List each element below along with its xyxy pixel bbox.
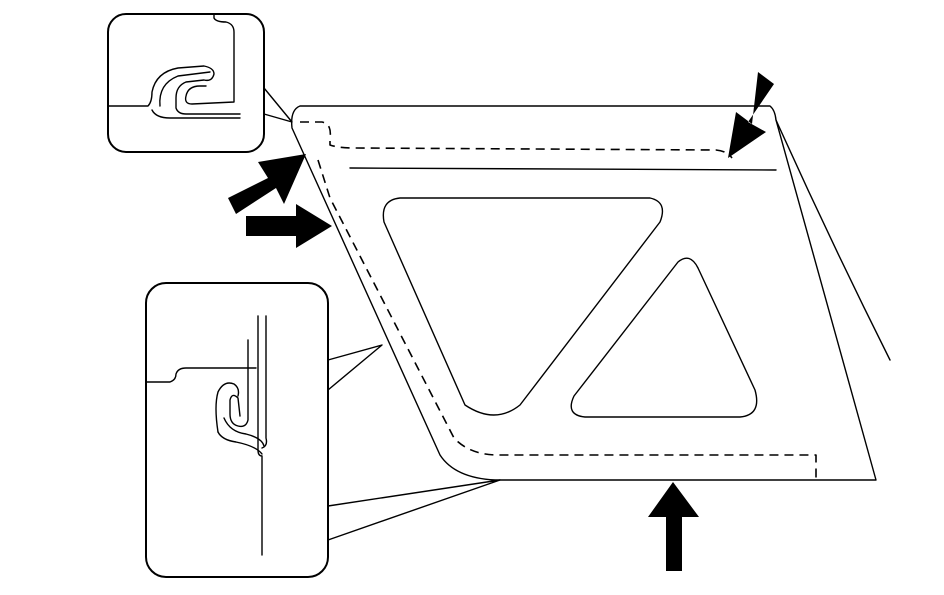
arrow-top-right	[728, 72, 774, 158]
seal-dashed-line	[300, 121, 817, 478]
panel-outer-outline	[290, 105, 877, 481]
detail-callout-top	[107, 13, 265, 153]
large-triangle-cutout	[382, 197, 664, 416]
arrow-left-upper	[228, 154, 306, 214]
small-triangle-cutout	[570, 257, 758, 418]
panel-top-flange-line	[349, 167, 777, 171]
panel-right-edge	[775, 119, 891, 361]
callout-connector-top	[263, 87, 293, 123]
arrow-left-lower	[246, 204, 332, 248]
detail-drawing-bottom	[145, 315, 268, 556]
detail-callout-bottom	[145, 282, 329, 578]
arrow-bottom	[648, 482, 699, 571]
detail-drawing-top	[107, 13, 241, 119]
callout-connector-bottom	[327, 344, 501, 541]
